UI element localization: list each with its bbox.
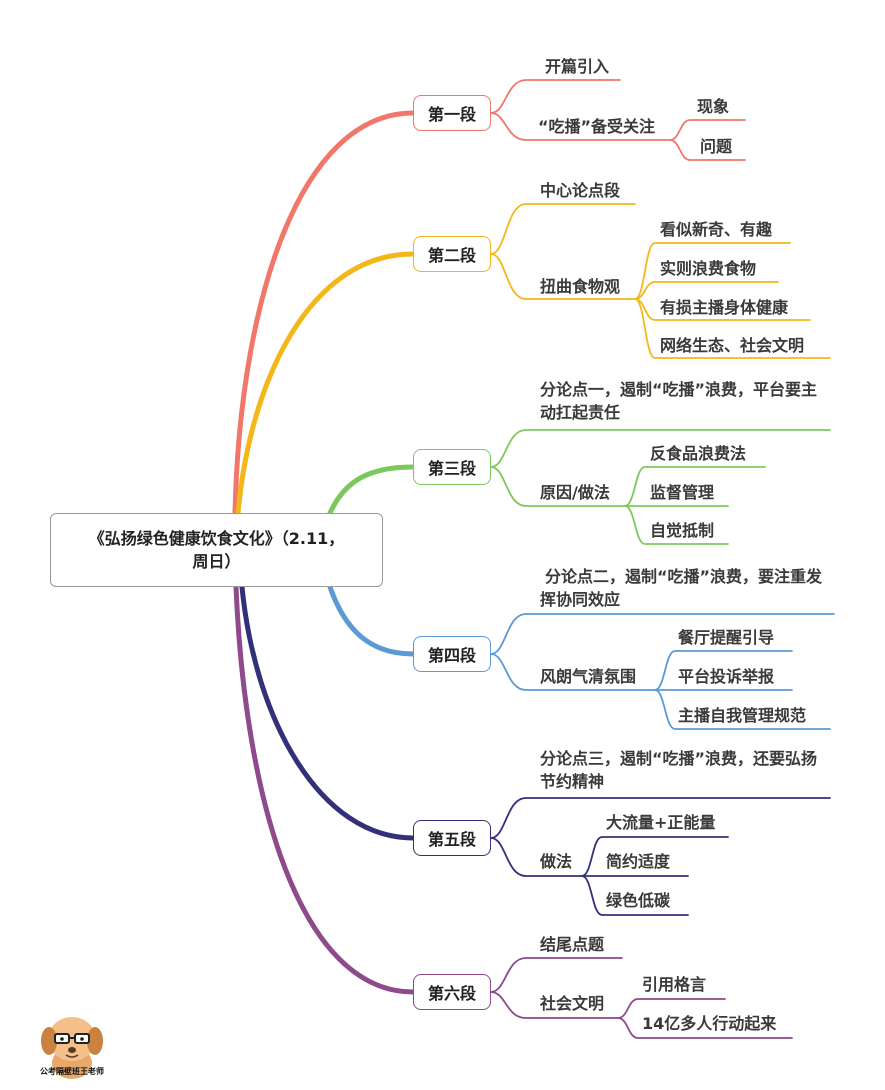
section-2-connectors — [490, 203, 831, 359]
section-1-connectors — [490, 79, 746, 161]
branch-line-2 — [235, 251, 416, 516]
subtopic-platform-report[interactable]: 平台投诉举报 — [678, 667, 775, 686]
topic-atmosphere[interactable]: 风朗气清氛围 — [540, 667, 637, 686]
branch-line-5 — [239, 584, 416, 841]
section-4-connectors — [490, 613, 835, 730]
topic-reason-method[interactable]: 原因/做法 — [540, 483, 610, 502]
subtopic-waste-food[interactable]: 实则浪费食物 — [660, 259, 757, 278]
dog-mascot-logo — [41, 1017, 103, 1079]
section-1-node[interactable]: 第一段 — [413, 95, 491, 131]
subtopic-quote-maxim[interactable]: 引用格言 — [642, 975, 707, 994]
subtopic-frugal[interactable]: 简约适度 — [606, 852, 671, 871]
topic-sub-argument-1[interactable]: 分论点一，遏制“吃播”浪费，平台要主动扛起责任 — [540, 380, 818, 422]
section-4-node[interactable]: 第四段 — [413, 636, 491, 672]
subtopic-xianxiang[interactable]: 现象 — [697, 97, 730, 116]
branch-line-6 — [233, 584, 416, 995]
topic-chibo-guanzhu[interactable]: “吃播”备受关注 — [538, 117, 656, 136]
branch-line-3 — [327, 464, 416, 516]
section-3-node[interactable]: 第三段 — [413, 449, 491, 485]
subtopic-green-lowcarbon[interactable]: 绿色低碳 — [606, 891, 671, 910]
topic-central-argument[interactable]: 中心论点段 — [540, 181, 621, 200]
topic-social-civilization[interactable]: 社会文明 — [540, 994, 605, 1013]
branch-line-4 — [327, 584, 416, 657]
root-topic[interactable]: 《弘扬绿色健康饮食文化》（2.11， 周日） — [50, 513, 383, 587]
subtopic-anti-waste-law[interactable]: 反食品浪费法 — [650, 444, 747, 463]
branch-line-1 — [232, 110, 416, 516]
topic-kaipian-yinru[interactable]: 开篇引入 — [545, 57, 610, 76]
subtopic-1-4-billion-act[interactable]: 14亿多人行动起来 — [642, 1014, 777, 1033]
topic-conclusion[interactable]: 结尾点题 — [540, 935, 605, 954]
root-title-line1: 《弘扬绿色健康饮食文化》（2.11， — [88, 529, 345, 548]
section-2-node[interactable]: 第二段 — [413, 236, 491, 272]
subtopic-novel-fun[interactable]: 看似新奇、有趣 — [660, 220, 773, 239]
section-6-connectors — [490, 957, 793, 1039]
subtopic-network-ecology[interactable]: 网络生态、社会文明 — [660, 336, 805, 355]
section-5-node[interactable]: 第五段 — [413, 820, 491, 856]
watermark-caption: 公考隔壁班王老师 — [40, 1067, 104, 1076]
section-5-connectors — [490, 797, 831, 916]
subtopic-traffic-energy[interactable]: 大流量+正能量 — [606, 813, 716, 832]
subtopic-wenti[interactable]: 问题 — [700, 137, 733, 156]
topic-sub-argument-3[interactable]: 分论点三，遏制“吃播”浪费，还要弘扬节约精神 — [540, 749, 818, 791]
section-6-node[interactable]: 第六段 — [413, 974, 491, 1010]
subtopic-supervision[interactable]: 监督管理 — [650, 483, 715, 502]
subtopic-self-resist[interactable]: 自觉抵制 — [650, 521, 715, 540]
subtopic-restaurant-remind[interactable]: 餐厅提醒引导 — [678, 628, 775, 647]
section-3-connectors — [490, 429, 831, 545]
root-title-line2: 周日） — [192, 552, 241, 571]
subtopic-anchor-self-manage[interactable]: 主播自我管理规范 — [678, 706, 807, 725]
topic-method[interactable]: 做法 — [540, 852, 573, 871]
topic-sub-argument-2[interactable]: 分论点二，遏制“吃播”浪费，要注重发挥协同效应 — [540, 567, 823, 609]
topic-distorted-food-view[interactable]: 扭曲食物观 — [540, 277, 621, 296]
subtopic-harm-health[interactable]: 有损主播身体健康 — [660, 298, 789, 317]
